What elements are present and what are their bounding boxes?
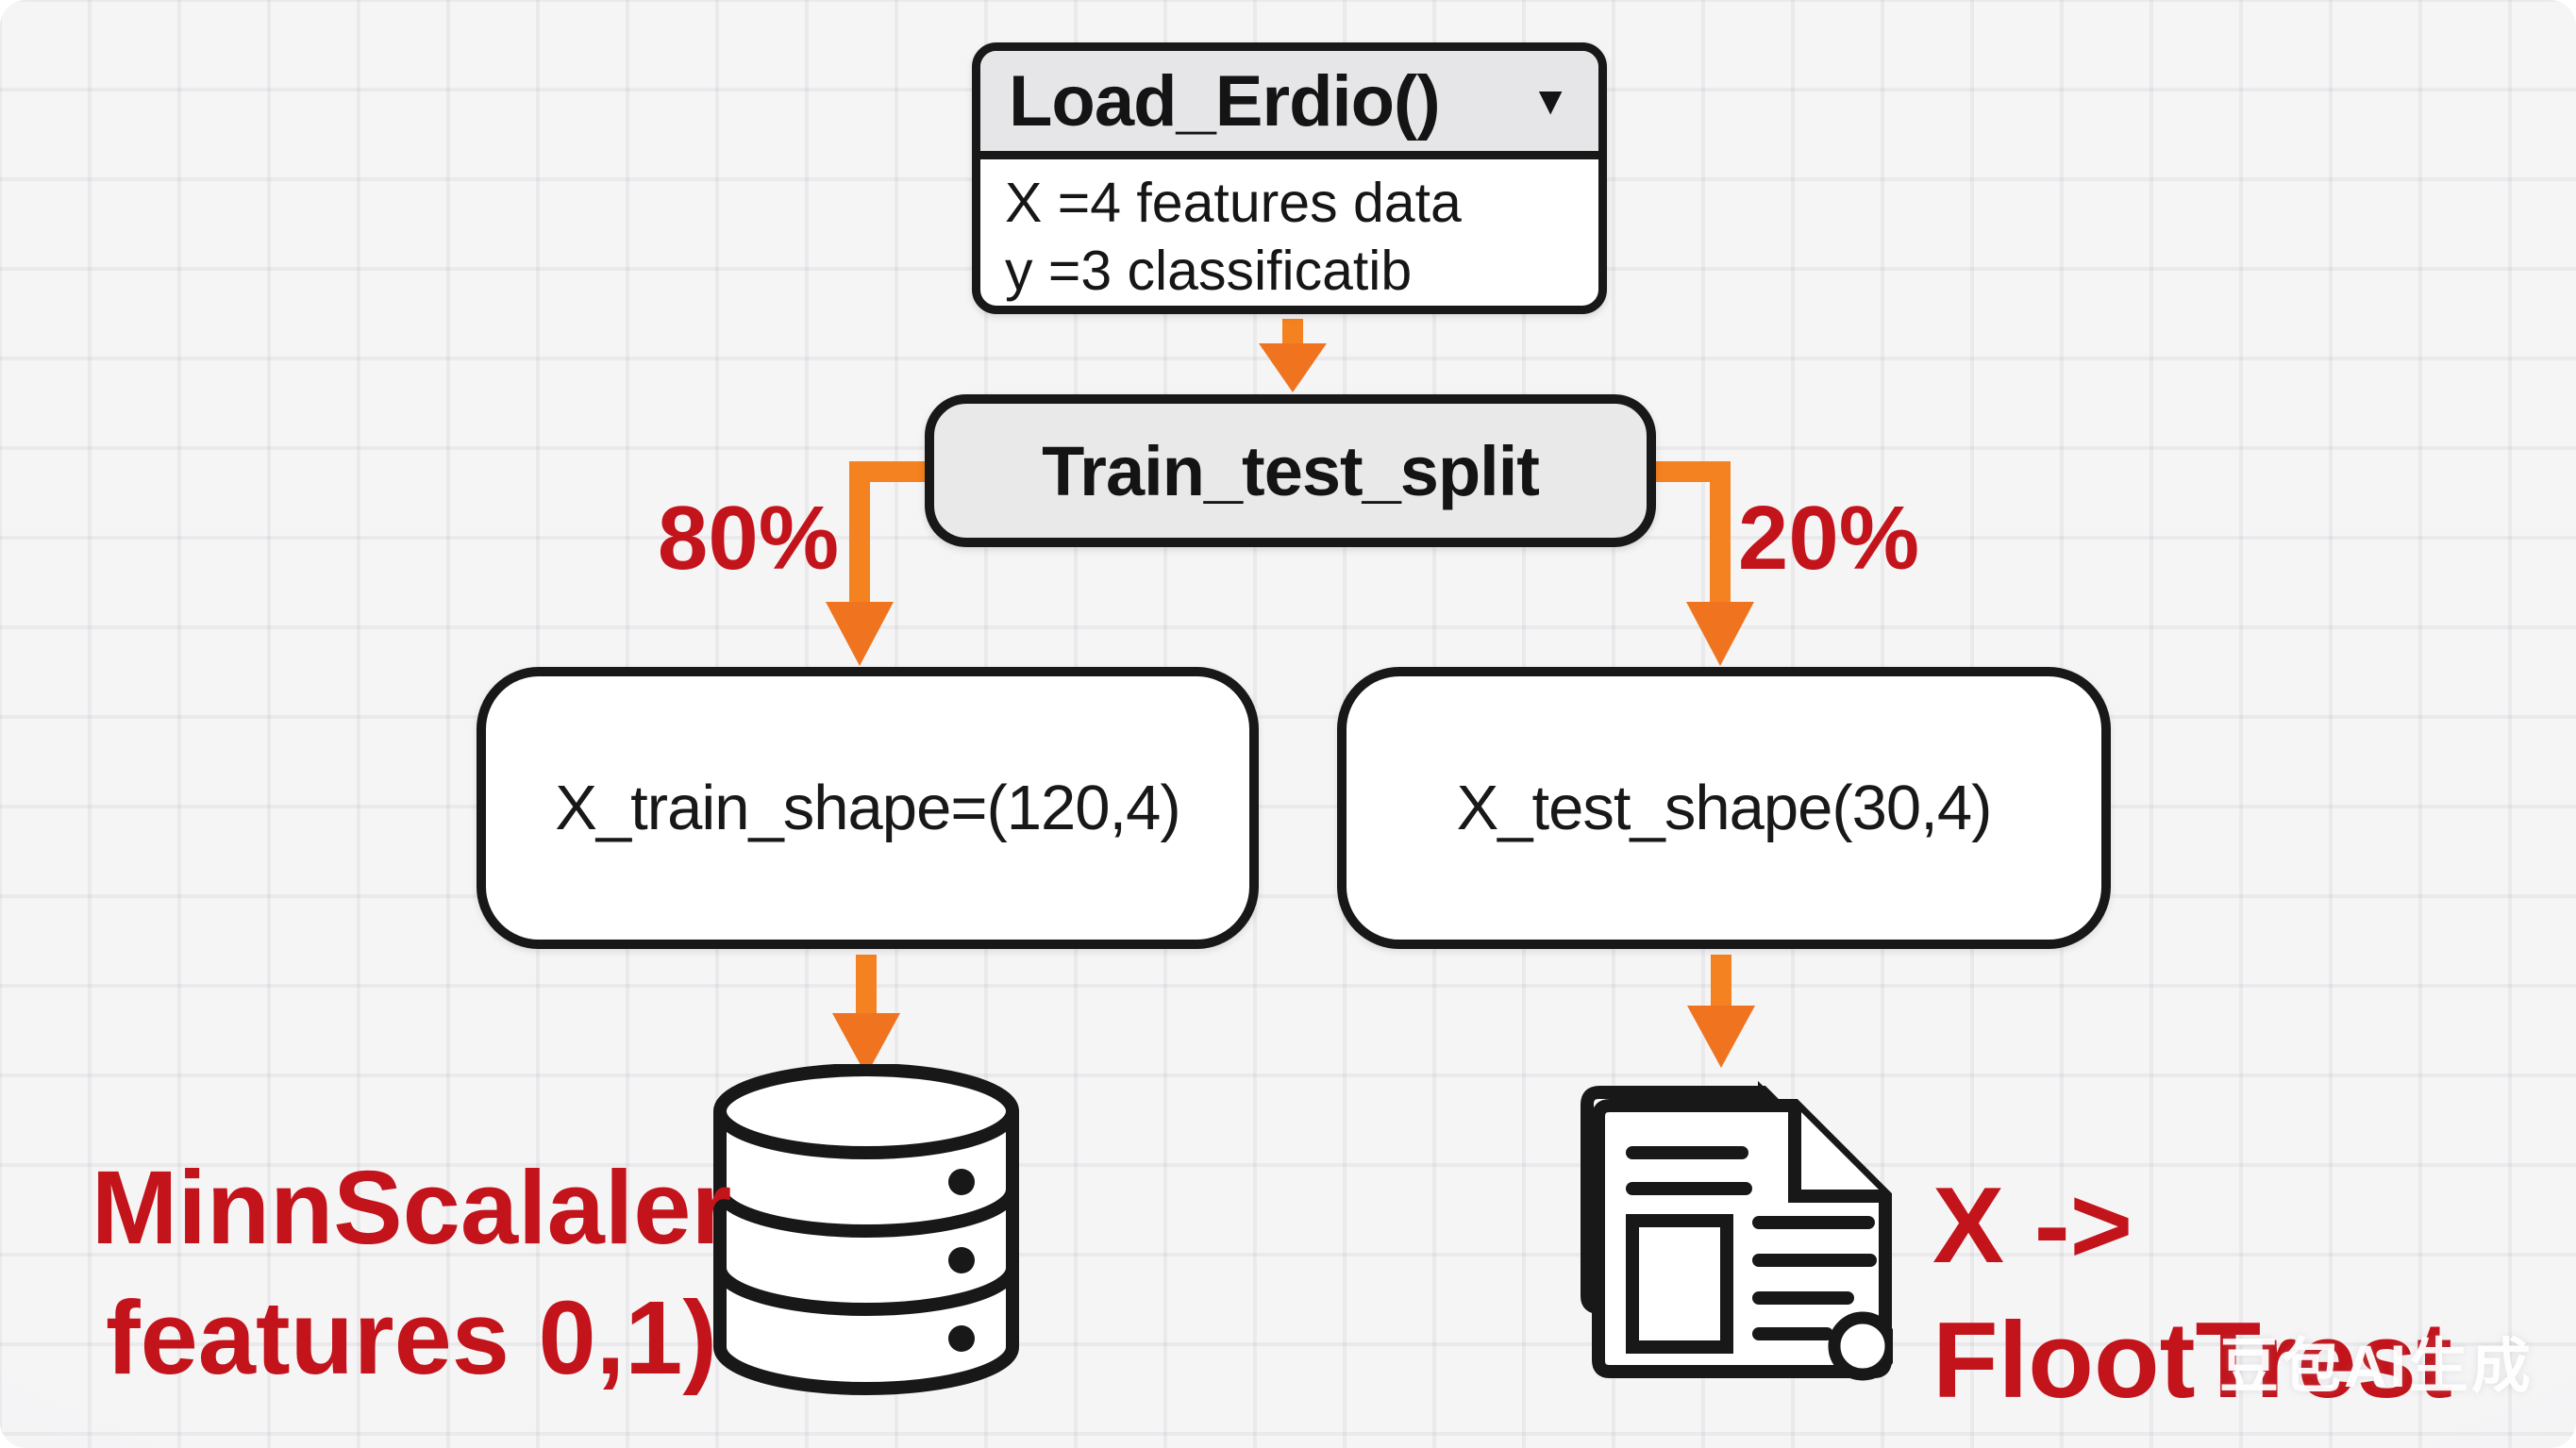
node-x-test-shape: X_test_shape(30,4) <box>1337 667 2111 949</box>
arrow-split-to-train <box>826 461 928 666</box>
train-percent-label: 80% <box>657 488 840 589</box>
load-erdio-body: X =4 features data y =3 classificatib <box>980 159 1598 305</box>
x-train-shape-label: X_train_shape=(120,4) <box>555 773 1181 843</box>
document-text-lines <box>1626 1146 1877 1354</box>
train-test-split-label: Train_test_split <box>1042 431 1540 510</box>
annotation-scaler-line1: MinnScalaler <box>91 1150 732 1266</box>
document-circle-badge <box>1828 1311 1893 1381</box>
ai-watermark: 豆包AI生成 <box>2219 1334 2534 1400</box>
annotation-scaler: MinnScalaler features 0,1) <box>92 1143 732 1404</box>
arrow-test-to-documents <box>1687 955 1755 1068</box>
annotation-transform-line1: X -> FlootTrest <box>1932 1166 2453 1421</box>
documents-icon <box>1581 1080 1893 1381</box>
load-erdio-line-x: X =4 features data <box>1005 172 1462 234</box>
annotation-scaler-line2: features 0,1) <box>105 1280 718 1396</box>
test-percent-label: 20% <box>1737 488 1920 589</box>
annotation-transform-line2: y (LongSplit) <box>1932 1428 2576 1448</box>
load-erdio-title: Load_Erdio() <box>1009 60 1441 141</box>
caret-down-icon[interactable]: ▼ <box>1531 78 1570 123</box>
arrow-train-to-database <box>832 955 900 1075</box>
load-erdio-dropdown[interactable]: Load_Erdio() ▼ <box>980 51 1598 159</box>
node-x-train-shape: X_train_shape=(120,4) <box>477 667 1259 949</box>
front-page-fold <box>1788 1106 1885 1203</box>
database-icon <box>713 1064 1019 1395</box>
annotation-transform: X -> FlootTrest y (LongSplit) <box>1932 1158 2576 1448</box>
load-erdio-line-y: y =3 classificatib <box>1005 240 1413 302</box>
node-load-erdio: Load_Erdio() ▼ X =4 features data y =3 c… <box>972 42 1607 314</box>
arrow-load-to-split <box>1259 319 1327 392</box>
node-train-test-split: Train_test_split <box>925 394 1656 547</box>
x-test-shape-label: X_test_shape(30,4) <box>1456 773 1993 843</box>
